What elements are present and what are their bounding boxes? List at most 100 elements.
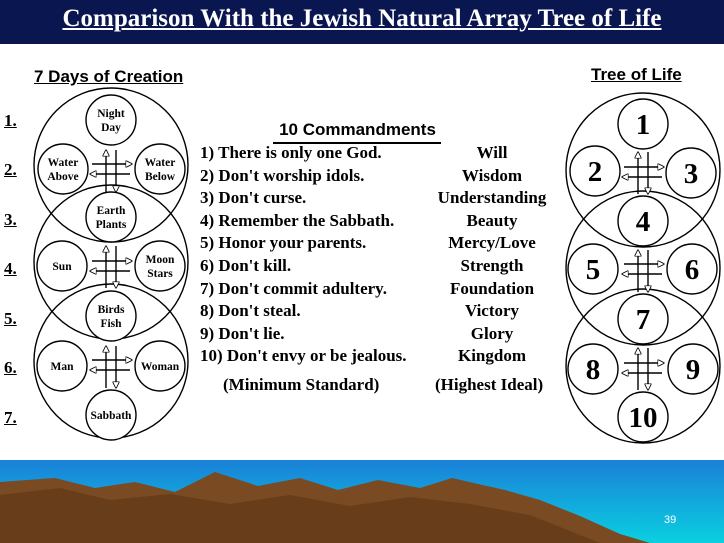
tree-heading: Tree of Life xyxy=(591,65,682,84)
creation-label: Woman xyxy=(141,361,180,373)
creation-label: Moon xyxy=(146,254,175,266)
small-circle xyxy=(37,143,89,195)
sephirah-attribute: Beauty xyxy=(466,210,518,230)
mountain-shadow xyxy=(0,488,600,543)
commandment-text: 2) Don't worship idols. xyxy=(200,165,365,185)
small-circle xyxy=(617,98,669,150)
small-circle xyxy=(85,191,137,243)
creation-label: Day xyxy=(101,122,121,134)
large-circle xyxy=(565,190,721,346)
sephirah-attribute: Understanding xyxy=(437,188,547,208)
commandment-row: 4) Remember the Sabbath. Beauty xyxy=(200,211,560,234)
commandment-row: 6) Don't kill. Strength xyxy=(200,256,560,279)
arrow-cross-icon xyxy=(622,152,664,194)
small-circle xyxy=(617,195,669,247)
creation-label: Plants xyxy=(96,219,127,231)
commandment-text: 7) Don't commit adultery. xyxy=(200,278,387,298)
tree-node-number: 2 xyxy=(588,156,603,188)
creation-label: Sun xyxy=(52,261,72,273)
sephirah-attribute: Kingdom xyxy=(457,346,527,366)
commandment-text: 6) Don't kill. xyxy=(200,255,292,275)
sephirah-attribute: Wisdom xyxy=(461,165,523,185)
small-circle xyxy=(36,240,88,292)
heading-underline xyxy=(273,142,441,144)
creation-label: Stars xyxy=(147,268,173,280)
highest-ideal-label: (Highest Ideal) xyxy=(435,375,544,394)
creation-label: Water xyxy=(145,157,176,169)
commandment-text: 9) Don't lie. xyxy=(200,323,285,343)
commandment-text: 8) Don't steal. xyxy=(200,301,301,321)
tree-node-number: 10 xyxy=(629,402,658,434)
large-circle xyxy=(565,92,721,248)
commandment-row: 8) Don't steal. Victory xyxy=(200,301,560,324)
creation-label: Above xyxy=(47,171,78,183)
day-number: 5. xyxy=(4,309,17,328)
small-circle xyxy=(617,293,669,345)
creation-label: Earth xyxy=(97,205,126,217)
small-circle xyxy=(85,94,137,146)
day-number: 1. xyxy=(4,111,17,130)
sephirah-attribute: Glory xyxy=(470,323,514,343)
creation-heading: 7 Days of Creation xyxy=(34,67,184,86)
small-circle xyxy=(567,343,619,395)
title-bar xyxy=(0,0,724,44)
sephirah-attribute: Mercy/Love xyxy=(448,233,536,253)
commandment-row: 7) Don't commit adultery. Foundation xyxy=(200,279,560,302)
small-circle xyxy=(36,340,88,392)
creation-label: Night xyxy=(97,108,125,120)
small-circle xyxy=(134,143,186,195)
day-number: 6. xyxy=(4,358,17,377)
creation-label: Man xyxy=(51,361,75,373)
arrow-cross-icon xyxy=(622,250,664,292)
creation-label: Water xyxy=(48,157,79,169)
day-number: 3. xyxy=(4,210,17,229)
day-number: 4. xyxy=(4,259,17,278)
creation-label: Birds xyxy=(98,304,125,316)
small-circle xyxy=(665,147,717,199)
commandment-row: 9) Don't lie. Glory xyxy=(200,324,560,347)
commandment-row: 5) Honor your parents.Mercy/Love xyxy=(200,233,560,256)
slide-number: 39 xyxy=(664,514,677,526)
small-circle xyxy=(134,340,186,392)
small-circle xyxy=(85,290,137,342)
day-number: 2. xyxy=(4,160,17,179)
tree-of-life-diagram xyxy=(565,92,721,444)
commandment-row: 3) Don't curse. Understanding xyxy=(200,188,560,211)
tree-node-number: 8 xyxy=(586,354,601,386)
tree-node-number: 5 xyxy=(586,254,601,286)
commandment-row: 2) Don't worship idols. Wisdom xyxy=(200,166,560,189)
tree-node-number: 3 xyxy=(684,158,699,190)
sephirah-attribute: Will xyxy=(476,143,508,162)
day-number: 7. xyxy=(4,408,17,427)
small-circle xyxy=(567,243,619,295)
commandment-row: 10) Don't envy or be jealous.Kingdom xyxy=(200,346,560,369)
arrow-cross-icon xyxy=(622,348,664,390)
creation-label: Sabbath xyxy=(91,410,133,422)
slide-title: Comparison With the Jewish Natural Array… xyxy=(62,5,662,32)
sephirah-attribute: Foundation xyxy=(449,278,535,298)
small-circle xyxy=(666,243,718,295)
large-circle xyxy=(565,288,721,444)
arrow-cross-icon xyxy=(90,346,132,388)
sephirah-attribute: Victory xyxy=(464,301,520,321)
small-circle xyxy=(617,391,669,443)
tree-node-number: 1 xyxy=(636,109,651,141)
tree-node-number: 9 xyxy=(686,354,701,386)
small-circle xyxy=(85,389,137,441)
small-circle xyxy=(667,343,719,395)
small-circle xyxy=(134,240,186,292)
commandment-text: 3) Don't curse. xyxy=(200,188,307,208)
commandment-text: 1) There is only one God. xyxy=(200,143,382,162)
small-circle xyxy=(569,145,621,197)
commandments-heading: 10 Commandments xyxy=(279,120,436,139)
sephirah-attribute: Strength xyxy=(460,255,524,275)
commandment-list: 1) There is only one God. Will 2) Don't w… xyxy=(200,143,560,369)
arrow-cross-icon xyxy=(90,150,132,192)
commandment-row: 1) There is only one God. Will xyxy=(200,143,560,166)
commandment-text: 4) Remember the Sabbath. xyxy=(200,210,395,230)
creation-label: Fish xyxy=(100,318,122,330)
minimum-standard-label: (Minimum Standard) xyxy=(223,375,380,394)
creation-label: Below xyxy=(145,171,176,183)
creation-diagram xyxy=(33,87,189,441)
